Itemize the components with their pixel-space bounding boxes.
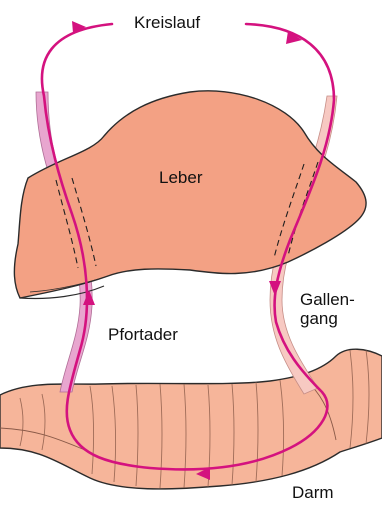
label-pfortader: Pfortader bbox=[108, 325, 178, 345]
label-darm: Darm bbox=[292, 483, 334, 503]
liver bbox=[14, 91, 366, 298]
label-gallengang-line2: gang bbox=[300, 309, 355, 328]
label-leber: Leber bbox=[159, 168, 202, 188]
label-gallengang-line1: Gallen- bbox=[300, 290, 355, 309]
label-gallengang: Gallen- gang bbox=[300, 290, 355, 328]
label-kreislauf: Kreislauf bbox=[134, 13, 200, 33]
